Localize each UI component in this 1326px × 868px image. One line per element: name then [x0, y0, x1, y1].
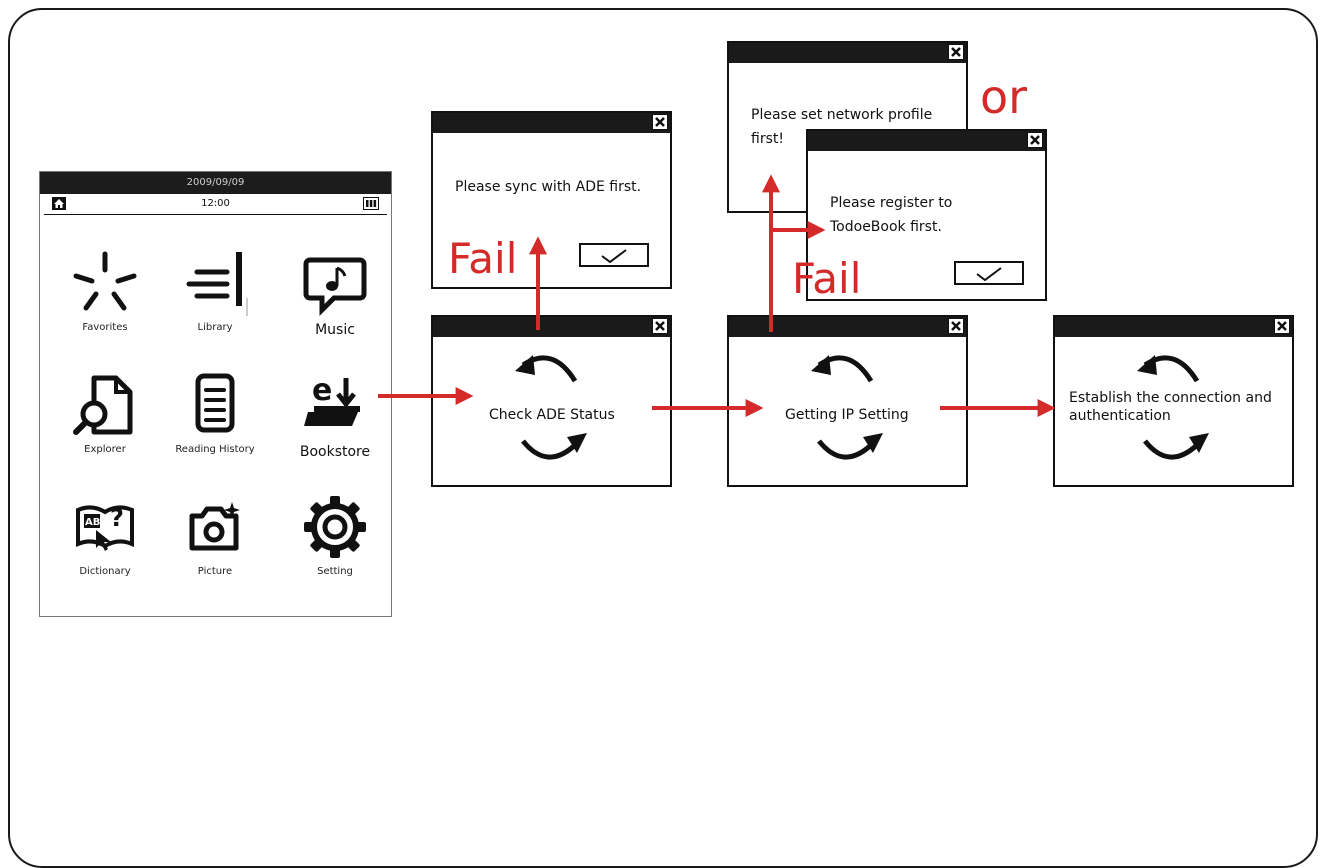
app-dictionary[interactable]: AB ? Dictionary [50, 492, 160, 612]
dialog-titlebar [433, 317, 670, 337]
home-icon[interactable] [52, 197, 66, 210]
app-label-setting: Setting [317, 566, 353, 577]
svg-text:?: ? [110, 504, 124, 532]
app-music[interactable]: Music [280, 248, 390, 368]
checkmark-icon [976, 267, 1002, 282]
close-button[interactable] [652, 114, 668, 130]
setting-icon [304, 496, 366, 558]
dialog-register-error: Please register to TodoeBook first. [806, 129, 1047, 301]
app-setting[interactable]: Setting [280, 492, 390, 612]
error-message-sync-ade: Please sync with ADE first. [455, 179, 642, 195]
close-button[interactable] [948, 318, 964, 334]
or-label: or [980, 70, 1028, 124]
close-icon [951, 321, 961, 331]
app-label-dictionary: Dictionary [79, 566, 131, 577]
close-button[interactable] [948, 44, 964, 60]
dictionary-icon: AB ? [76, 504, 134, 551]
app-reading-history[interactable]: Reading History [160, 370, 270, 490]
dialog-titlebar [433, 113, 670, 133]
app-bookstore[interactable]: e Bookstore [280, 370, 390, 490]
close-icon [655, 117, 665, 127]
sync-spinner-icon [515, 355, 587, 460]
app-label-favorites: Favorites [82, 322, 128, 333]
dialog-titlebar [729, 43, 966, 63]
app-picture[interactable]: Picture [160, 492, 270, 612]
dialog-titlebar [808, 131, 1045, 151]
dialog-establish-connection: Establish the connection and authenticat… [1053, 315, 1294, 487]
ereader-home-screen: 2009/09/09 12:00 [39, 171, 392, 617]
clock: 12:00 [201, 198, 230, 209]
battery-icon [363, 197, 379, 210]
close-icon [1277, 321, 1287, 331]
ok-button[interactable] [954, 261, 1024, 285]
app-favorites[interactable]: Favorites [50, 248, 160, 368]
bookstore-icon: e [304, 373, 360, 426]
status-bar: 12:00 [44, 194, 387, 215]
step-label-establish: Establish the connection and authenticat… [1069, 390, 1272, 424]
dialog-getting-ip: Getting IP Setting [727, 315, 968, 487]
flow-arrows [378, 174, 1056, 417]
step-label-getting-ip: Getting IP Setting [785, 407, 909, 423]
error-message-register: Please register to TodoeBook first. [830, 195, 953, 235]
close-icon [1030, 135, 1040, 145]
fail-label-ade: Fail [448, 234, 518, 283]
close-icon [655, 321, 665, 331]
favorites-icon [73, 251, 137, 311]
close-button[interactable] [652, 318, 668, 334]
sync-spinner-icon [811, 355, 883, 460]
reading-history-icon [195, 373, 235, 433]
checkmark-icon [601, 249, 627, 264]
app-label-picture: Picture [197, 566, 233, 577]
step-label-check-ade: Check ADE Status [489, 407, 615, 423]
music-icon [303, 257, 367, 317]
close-button[interactable] [1274, 318, 1290, 334]
library-icon [186, 252, 248, 316]
ok-button[interactable] [579, 243, 649, 267]
app-label-reading-history: Reading History [175, 444, 255, 455]
close-icon [951, 47, 961, 57]
app-label-library: Library [197, 322, 233, 333]
svg-text:AB: AB [85, 517, 100, 528]
dialog-titlebar [729, 317, 966, 337]
error-message-network-profile: Please set network profile first! [751, 107, 933, 147]
app-label-bookstore: Bookstore [299, 444, 371, 460]
date-bar: 2009/09/09 [40, 172, 391, 194]
app-library[interactable]: Library [160, 248, 270, 368]
app-label-music: Music [315, 322, 355, 338]
explorer-icon [73, 375, 133, 435]
svg-text:e: e [312, 373, 332, 408]
app-label-explorer: Explorer [84, 444, 126, 455]
picture-icon [189, 502, 240, 551]
app-explorer[interactable]: Explorer [50, 370, 160, 490]
dialog-titlebar [1055, 317, 1292, 337]
fail-label-ip: Fail [792, 254, 862, 303]
dialog-sync-ade-error: Please sync with ADE first. [431, 111, 672, 289]
close-button[interactable] [1027, 132, 1043, 148]
sync-spinner-icon [1137, 355, 1209, 460]
